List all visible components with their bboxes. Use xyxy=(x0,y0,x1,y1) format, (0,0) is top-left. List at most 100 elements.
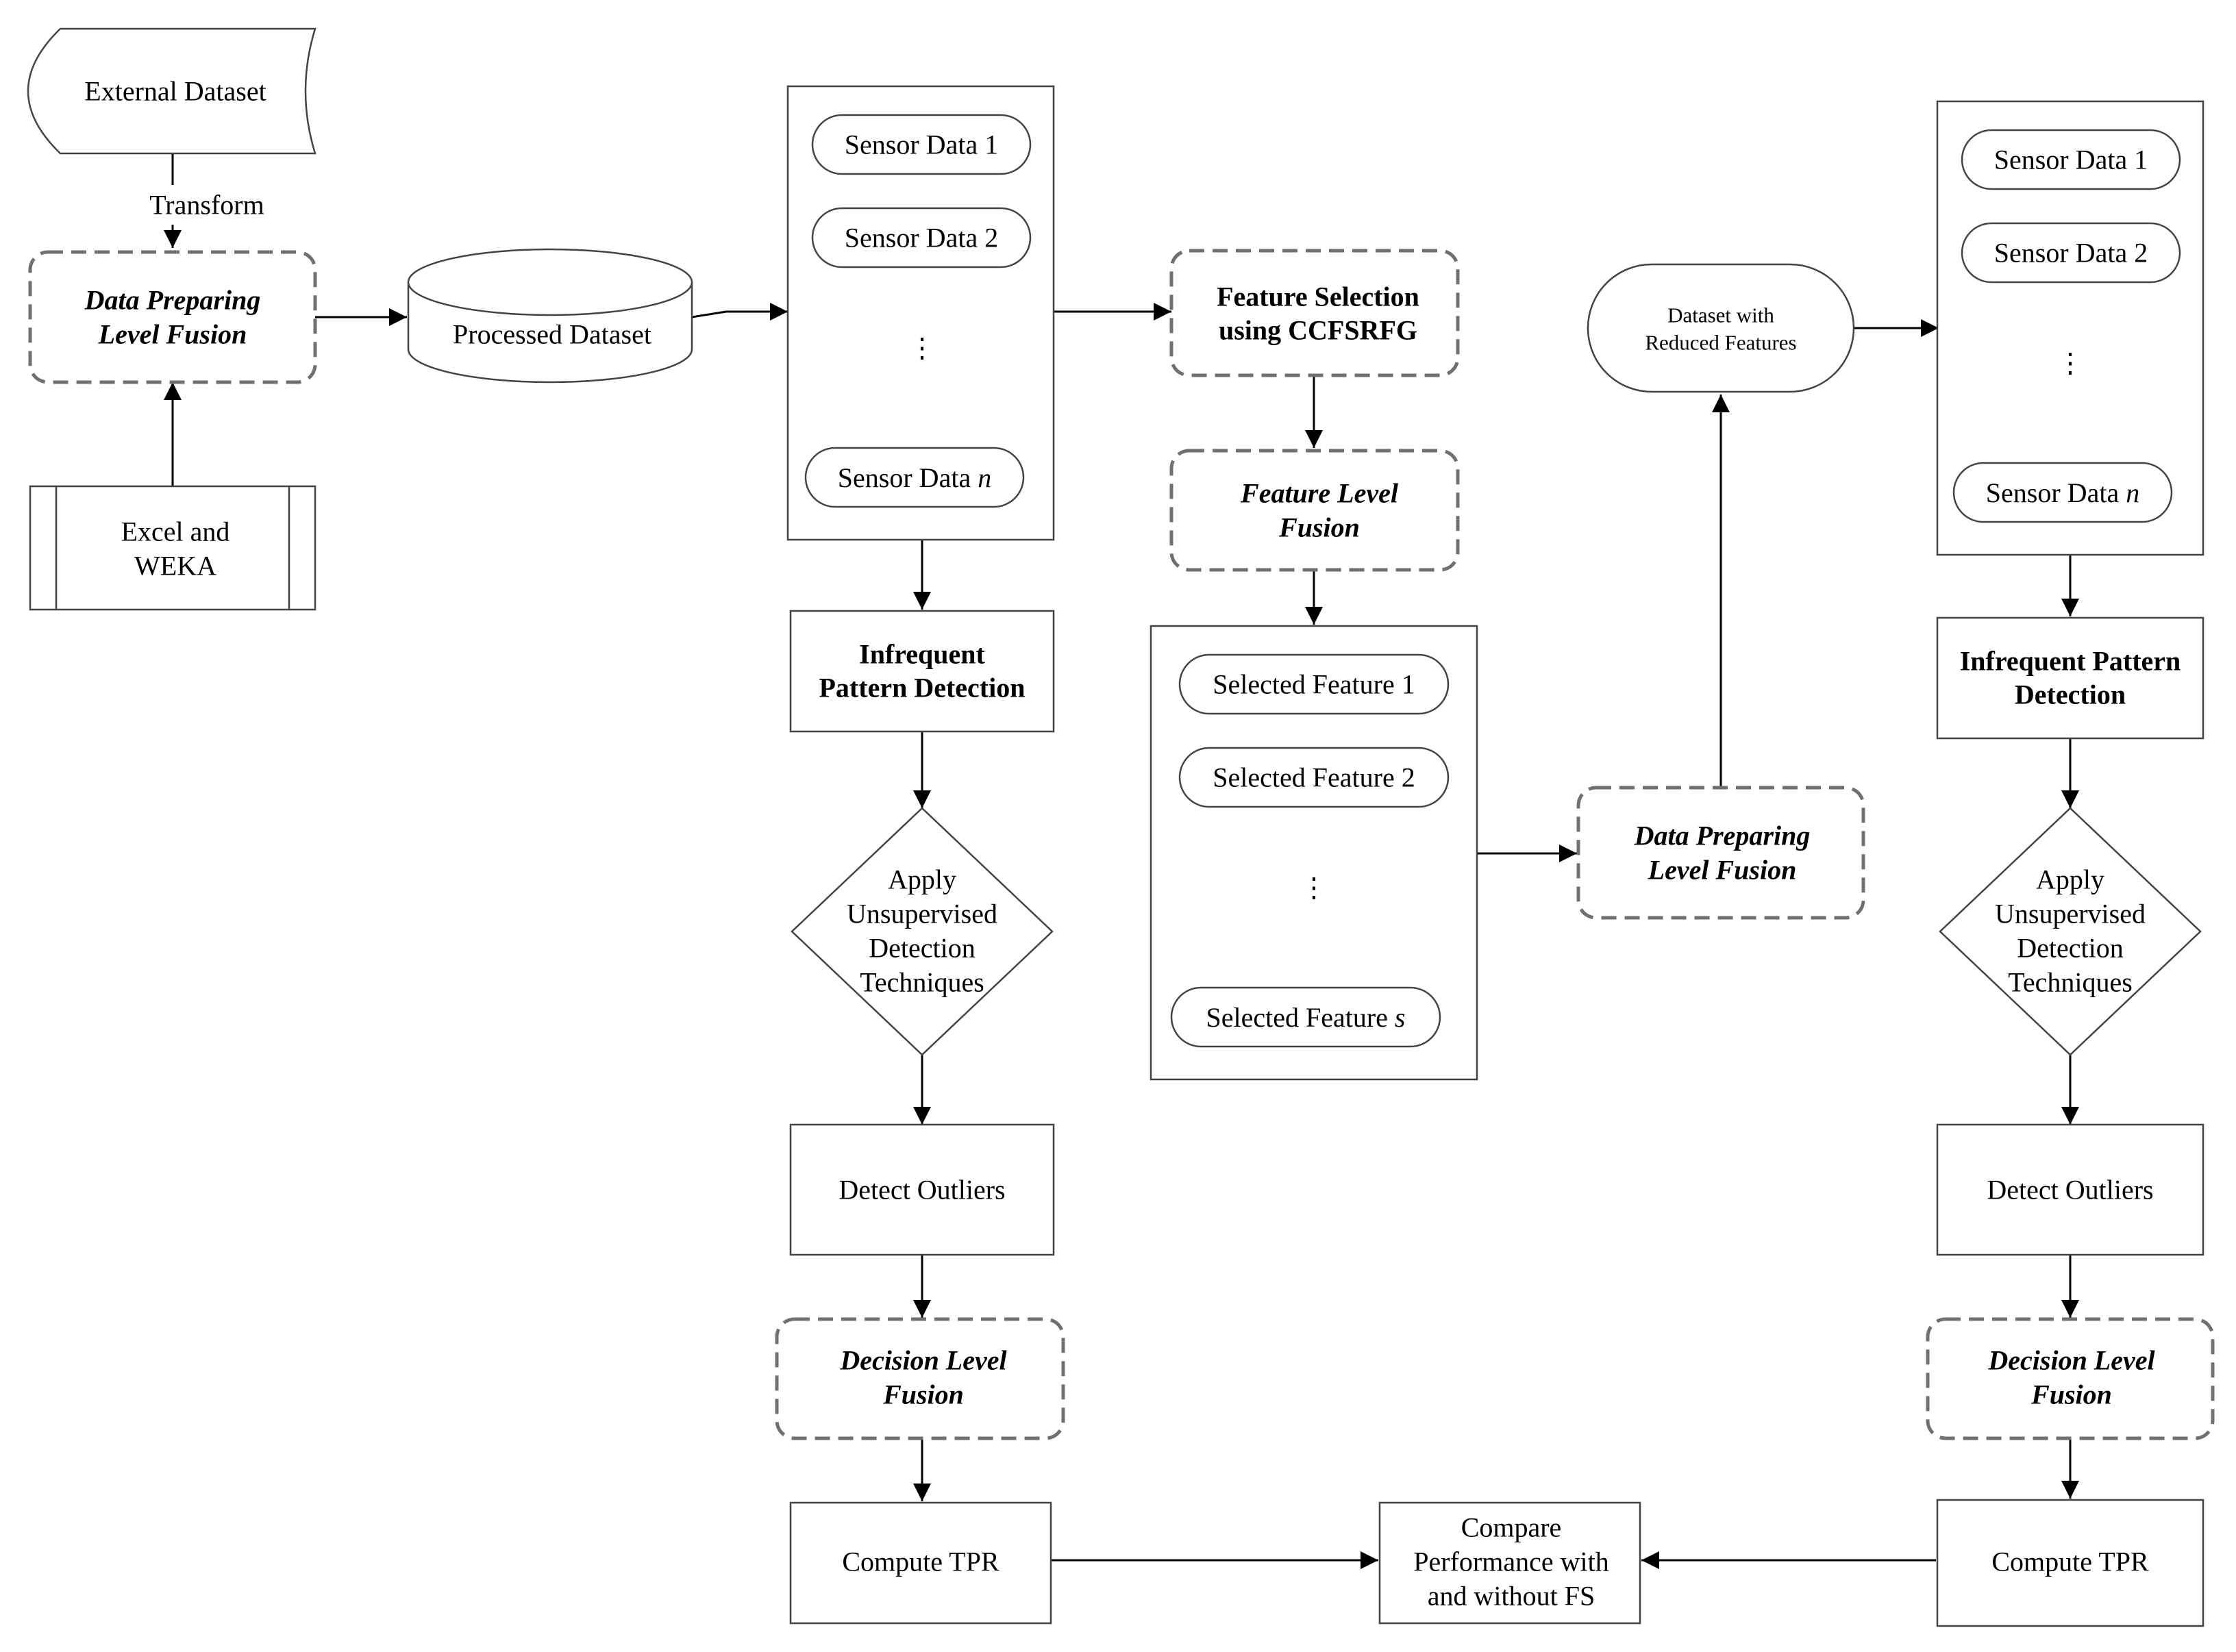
feature-label-prefix: Selected Feature xyxy=(1206,1002,1394,1033)
ipd-right-line-1: Infrequent Pattern xyxy=(1960,646,2181,677)
ellipsis-vertical: ⋮ xyxy=(1300,873,1328,903)
sensor-label-last: Sensor Data n xyxy=(1986,477,2139,508)
excel-weka-line-2: WEKA xyxy=(134,551,216,581)
processed-dataset-node: Processed Dataset xyxy=(407,248,693,384)
excel-weka-line-1: Excel and xyxy=(121,516,230,547)
ipd-right-line-2: Detection xyxy=(2015,679,2126,710)
transform-label: Transform xyxy=(149,190,264,221)
feature-level-fusion-box xyxy=(1169,449,1460,572)
apply-left-line-2: Unsupervised xyxy=(847,899,997,929)
connectors xyxy=(164,153,2079,1569)
dlf-right-line-1: Decision Level xyxy=(1987,1345,2155,1376)
stored-data-shape xyxy=(27,27,316,155)
sensor-label-prefix: Sensor Data xyxy=(1986,477,2126,508)
processed-dataset-label: Processed Dataset xyxy=(453,319,651,350)
tpr-left-label: Compute TPR xyxy=(842,1547,999,1577)
compare-box xyxy=(1378,1501,1641,1625)
ipd-right-box xyxy=(1936,616,2204,740)
ipd-left-node: Infrequent Pattern Detection xyxy=(789,610,1055,733)
dplf-mid-line-2: Level Fusion xyxy=(1648,855,1797,886)
selected-features-list: Selected Feature 1 Selected Feature 2 ⋮ … xyxy=(1150,625,1478,1081)
dlf-left-node: Decision Level Fusion xyxy=(775,1317,1065,1440)
ellipsis-vertical: ⋮ xyxy=(908,333,936,364)
decision-diamond xyxy=(1939,807,2202,1056)
detect-left-box xyxy=(789,1123,1055,1256)
detect-right-node: Detect Outliers xyxy=(1936,1123,2204,1256)
sensor-label: Sensor Data 1 xyxy=(1994,145,2148,175)
sensor-list-left: Sensor Data 1 Sensor Data 2 ⋮ Sensor Dat… xyxy=(786,85,1055,541)
feature-level-fusion-line-2: Fusion xyxy=(1278,512,1360,543)
detect-left-node: Detect Outliers xyxy=(789,1123,1055,1256)
dplf-left-box xyxy=(28,250,317,384)
apply-right-node: Apply Unsupervised Detection Techniques xyxy=(1939,807,2202,1056)
sensor-pill xyxy=(1961,129,2181,190)
sensor-label: Sensor Data 1 xyxy=(845,129,998,160)
apply-left-node: Apply Unsupervised Detection Techniques xyxy=(791,807,1054,1056)
sensor-pill xyxy=(804,447,1025,508)
feature-pill xyxy=(1170,986,1441,1048)
ipd-left-line-2: Pattern Detection xyxy=(819,673,1026,703)
sensor-label-prefix: Sensor Data xyxy=(838,462,978,493)
compare-line-1: Compare xyxy=(1461,1512,1562,1543)
feature-level-fusion-node: Feature Level Fusion xyxy=(1169,449,1460,572)
tpr-right-label: Compute TPR xyxy=(1991,1547,2149,1577)
sensor-label: Sensor Data 2 xyxy=(845,223,998,253)
sensor-label-var: n xyxy=(978,462,991,493)
cylinder-top xyxy=(407,248,693,316)
tpr-left-node: Compute TPR xyxy=(789,1501,1052,1625)
apply-right-line-3: Detection xyxy=(2017,933,2124,964)
reduced-dataset-node: Dataset with Reduced Features xyxy=(1587,263,1855,393)
feature-label: Selected Feature 2 xyxy=(1213,762,1415,793)
sensor-list-right: Sensor Data 1 Sensor Data 2 ⋮ Sensor Dat… xyxy=(1936,100,2204,556)
ellipsis-vertical: ⋮ xyxy=(2057,348,2084,379)
dplf-left-line-2: Level Fusion xyxy=(98,319,247,350)
dlf-right-node: Decision Level Fusion xyxy=(1926,1317,2215,1440)
decision-diamond xyxy=(791,807,1054,1056)
terminator-shape xyxy=(1587,263,1855,393)
feature-label-var: s xyxy=(1395,1002,1406,1033)
sensor-pill xyxy=(811,114,1032,175)
compare-line-3: and without FS xyxy=(1428,1581,1595,1612)
apply-right-line-2: Unsupervised xyxy=(1995,899,2146,929)
dplf-mid-box xyxy=(1576,786,1865,920)
ipd-right-node: Infrequent Pattern Detection xyxy=(1936,616,2204,740)
apply-right-line-4: Techniques xyxy=(2008,967,2133,998)
feature-label: Selected Feature 1 xyxy=(1213,669,1415,700)
detect-right-label: Detect Outliers xyxy=(1987,1175,2153,1205)
compare-node: Compare Performance with and without FS xyxy=(1378,1501,1641,1625)
tpr-right-node: Compute TPR xyxy=(1936,1499,2204,1627)
dplf-mid-line-1: Data Preparing xyxy=(1634,821,1811,851)
feature-selection-line-2: using CCFSRFG xyxy=(1219,315,1417,346)
external-dataset-node: External Dataset xyxy=(27,27,316,155)
ipd-left-line-1: Infrequent xyxy=(859,639,985,670)
apply-right-line-1: Apply xyxy=(2036,864,2104,895)
dplf-left-node: Data Preparing Level Fusion xyxy=(28,250,317,384)
reduced-dataset-line-2: Reduced Features xyxy=(1645,331,1796,355)
sensor-label-var: n xyxy=(2126,477,2139,508)
tpr-left-box xyxy=(789,1501,1052,1625)
feature-selection-line-1: Feature Selection xyxy=(1217,281,1419,312)
feature-pill xyxy=(1178,653,1450,715)
detect-left-label: Detect Outliers xyxy=(838,1175,1005,1205)
sensor-pill xyxy=(811,207,1032,268)
compare-line-2: Performance with xyxy=(1413,1547,1608,1577)
dlf-left-box xyxy=(775,1317,1065,1440)
dplf-left-line-1: Data Preparing xyxy=(84,285,261,316)
sensor-pill xyxy=(1952,462,2173,523)
sensor-label: Sensor Data 2 xyxy=(1994,238,2148,268)
predefined-process-box xyxy=(29,485,316,611)
dplf-mid-node: Data Preparing Level Fusion xyxy=(1576,786,1865,920)
dlf-left-line-1: Decision Level xyxy=(839,1345,1007,1376)
feature-selection-node: Feature Selection using CCFSRFG xyxy=(1169,249,1460,377)
transform-label-bg xyxy=(134,185,280,225)
reduced-dataset-line-1: Dataset with xyxy=(1667,303,1774,327)
edge-processed-to-sensors xyxy=(691,303,788,321)
detect-right-box xyxy=(1936,1123,2204,1256)
feature-label-last: Selected Feature s xyxy=(1206,1002,1405,1033)
apply-left-line-3: Detection xyxy=(869,933,976,964)
apply-left-line-1: Apply xyxy=(888,864,956,895)
dlf-left-line-2: Fusion xyxy=(882,1379,964,1410)
excel-weka-node: Excel and WEKA xyxy=(29,485,316,611)
ipd-left-box xyxy=(789,610,1055,733)
